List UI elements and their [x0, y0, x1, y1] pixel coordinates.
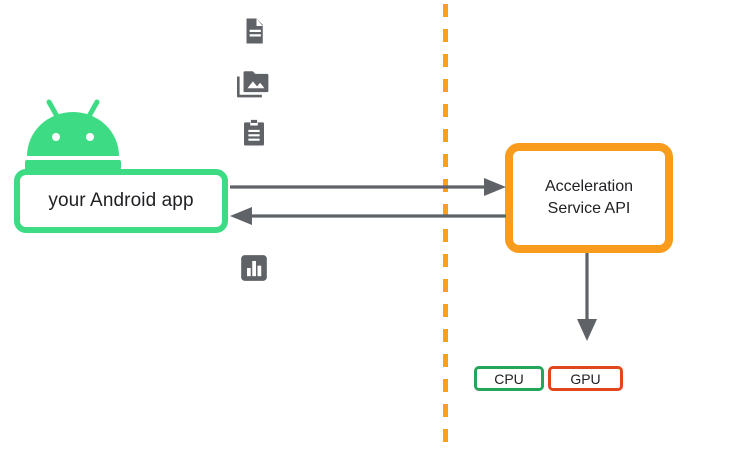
bar-chart-icon: [241, 255, 267, 281]
request-arrow: [230, 178, 506, 196]
app-box-fill: [25, 180, 217, 222]
cpu-chip-label: CPU: [494, 370, 524, 387]
acceleration-service-api-box[interactable]: Acceleration Service API: [505, 143, 673, 253]
clipboard-icon: [244, 119, 264, 146]
dashed-boundary-divider: [443, 4, 448, 447]
photo-library-icon: [237, 71, 269, 98]
delegate-arrow: [577, 253, 597, 341]
cpu-chip[interactable]: CPU: [474, 366, 544, 391]
gpu-chip-label: GPU: [570, 370, 601, 387]
android-robot-icon: [25, 99, 121, 170]
api-box-label-line2: Service API: [547, 200, 631, 217]
api-box-label: Acceleration Service API: [545, 176, 633, 220]
your-android-app-box[interactable]: your Android app: [14, 169, 228, 233]
api-box-label-line1: Acceleration: [544, 178, 634, 195]
app-box-label: your Android app: [48, 190, 194, 211]
gpu-chip[interactable]: GPU: [548, 366, 623, 391]
response-arrow: [230, 207, 506, 225]
document-icon: [246, 18, 263, 44]
